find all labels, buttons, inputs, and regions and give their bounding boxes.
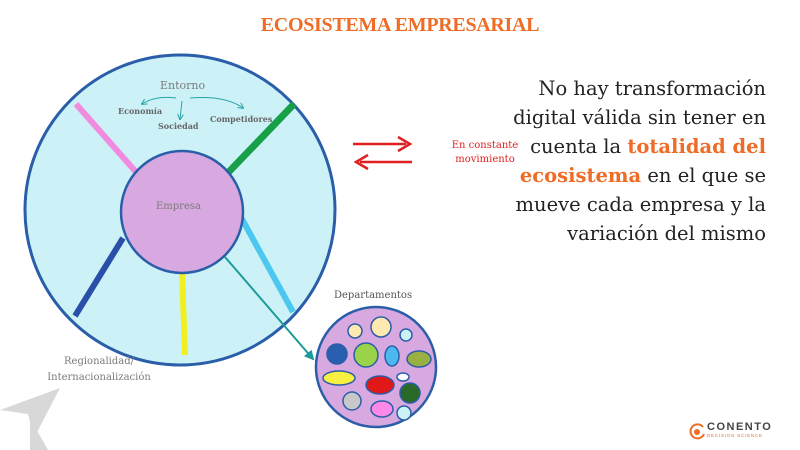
dept-cell: [370, 316, 392, 338]
departments-label: Departamentos: [334, 290, 413, 301]
spoke-pink: [73, 102, 139, 174]
logo-spacer: [690, 424, 704, 438]
movement-arrow-left-head: [353, 153, 369, 171]
key-message-intro: No hay transformación digital válida sin…: [513, 77, 766, 158]
factor-society: Sociedad: [158, 121, 199, 131]
company-label: Empresa: [156, 201, 201, 212]
factor-arrow-right: [189, 97, 243, 108]
page-title: ECOSISTEMA EMPRESARIAL: [260, 14, 540, 36]
key-message-outro: en el que se mueve cada empresa y la var…: [515, 164, 766, 245]
movement-label: En constante movimiento: [451, 140, 519, 165]
factor-arrow-left: [142, 96, 177, 104]
dept-cell: [396, 405, 412, 421]
spoke-darkblue: [72, 236, 126, 318]
conento-logo-icon: [689, 423, 705, 440]
spoke-green: [219, 101, 297, 182]
logo-tagline: DECISION SCIENCE: [707, 433, 763, 438]
dept-cell: [326, 343, 348, 365]
factor-economy: Economía: [118, 106, 163, 116]
dept-cell: [347, 323, 363, 339]
dept-cell: [384, 345, 400, 367]
department-cells: [322, 316, 432, 421]
logo-name: CONENTO: [707, 421, 773, 433]
spoke-yellow: [179, 270, 188, 356]
key-message: No hay transformación digital válida sin…: [506, 74, 766, 248]
dept-cell: [322, 370, 356, 386]
environment-label: Entorno: [160, 79, 206, 92]
departments-arrow: [224, 256, 315, 361]
spoke-lightblue: [239, 217, 296, 314]
movement-arrow-right-head: [397, 135, 413, 153]
scope-label: Regionalidad/ Internacionalización: [47, 356, 151, 383]
dept-cell: [396, 372, 410, 382]
dept-cell: [342, 391, 362, 411]
dept-cell: [370, 400, 394, 418]
brand-mark-watermark: [0, 388, 60, 450]
dept-cell: [399, 328, 413, 342]
company-circle: [119, 149, 245, 275]
dept-cell: [353, 342, 379, 368]
key-message-highlight: totalidad del ecosistema: [519, 135, 766, 187]
conento-logo: CONENTO DECISION SCIENCE: [690, 422, 772, 439]
dept-cell: [365, 375, 395, 395]
logo-text: CONENTO DECISION SCIENCE: [707, 422, 772, 439]
factor-arrow-down: [180, 100, 182, 119]
dept-cell: [406, 350, 432, 368]
dept-cell: [399, 382, 421, 404]
factor-competitors: Competidores: [210, 114, 273, 124]
